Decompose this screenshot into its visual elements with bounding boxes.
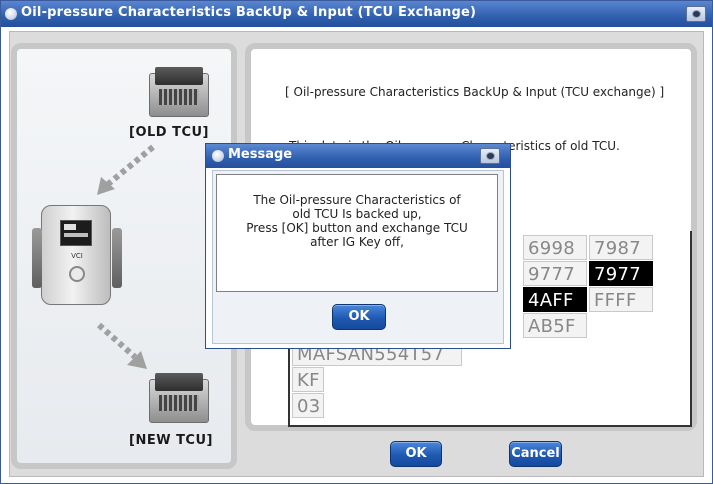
vci-device-icon: VCI (32, 205, 122, 305)
window-title: Oil-pressure Characteristics BackUp & In… (21, 5, 477, 20)
ecu-pins (159, 395, 199, 411)
dialog-title: Message (228, 147, 293, 162)
cancel-button[interactable]: Cancel (509, 441, 562, 467)
dialog-message-box: The Oil-pressure Characteristics of old … (216, 174, 498, 292)
arrow-down-right-icon (97, 322, 147, 369)
dialog-message-line: Press [OK] button and exchange TCU (246, 221, 468, 235)
dialog-icon (212, 150, 224, 162)
data-cell-highlighted: 4AFF (523, 287, 587, 312)
new-tcu-label: [NEW TCU] (129, 433, 213, 448)
data-cell: 6998 (523, 235, 587, 260)
dialog-message-line: The Oil-pressure Characteristics of (253, 193, 461, 207)
data-cell-highlighted: 7977 (589, 261, 653, 286)
window-icon (5, 8, 17, 20)
vci-logo: VCI (71, 252, 83, 260)
panel-heading: [ Oil-pressure Characteristics BackUp & … (285, 85, 665, 99)
old-tcu-icon (145, 65, 215, 121)
code-cell: KF (292, 367, 324, 392)
window-titlebar[interactable]: Oil-pressure Characteristics BackUp & In… (1, 1, 712, 27)
arrow-down-left-icon (97, 144, 155, 195)
ok-button[interactable]: OK (390, 441, 442, 467)
vci-knob (69, 266, 85, 282)
camera-lens (692, 10, 701, 18)
dialog-ok-button[interactable]: OK (332, 304, 386, 330)
old-tcu-label: [OLD TCU] (129, 125, 209, 140)
camera-icon[interactable] (480, 148, 500, 164)
camera-lens (486, 152, 495, 160)
vci-screen (60, 220, 92, 246)
dialog-message-line: after IG Key off, (310, 235, 404, 249)
ecu-pins (159, 89, 199, 105)
new-tcu-icon (145, 371, 215, 427)
code-cell: 03 (292, 393, 324, 418)
data-cell: 7987 (589, 235, 653, 260)
ecu-top (155, 67, 203, 85)
vci-left-grip (32, 228, 42, 288)
dialog-titlebar[interactable]: Message (206, 144, 510, 168)
ecu-top (155, 373, 203, 391)
data-cell: FFFF (589, 287, 653, 312)
data-cell: AB5F (523, 313, 587, 338)
dialog-message-line: old TCU Is backed up, (292, 207, 422, 221)
camera-icon[interactable] (686, 6, 706, 22)
data-cell: 9777 (523, 261, 587, 286)
message-dialog: Message The Oil-pressure Characteristics… (205, 143, 511, 349)
vci-right-grip (112, 228, 122, 288)
